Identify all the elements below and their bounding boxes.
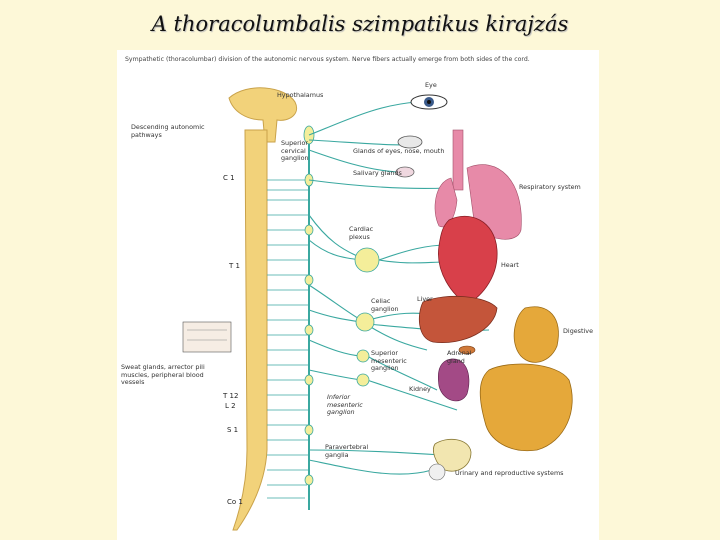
kidney-shape <box>438 359 469 401</box>
label-adrenal: Adrenal gland <box>447 350 485 365</box>
segment-s1: S 1 <box>227 426 238 434</box>
label-heart: Heart <box>501 262 519 270</box>
label-inferior-mesenteric: Inferior mesenteric ganglion <box>327 394 373 417</box>
label-digestive: Digestive <box>563 328 593 336</box>
reproductive-shape <box>429 464 445 480</box>
segmental-roots <box>267 180 309 498</box>
segment-c1: C 1 <box>223 174 235 182</box>
label-celiac: Celiac ganglion <box>371 298 411 313</box>
label-urinary: Urinary and reproductive systems <box>455 470 564 478</box>
label-respiratory: Respiratory system <box>519 184 581 192</box>
label-superior-cervical: Superior cervical ganglion <box>281 140 327 163</box>
slide-title: A thoracolumbalis szimpatikus kirajzás <box>0 12 720 36</box>
label-cardiac-plexus: Cardiac plexus <box>349 226 389 241</box>
label-sweat-glands: Sweat glands, arrector pili muscles, per… <box>121 364 221 387</box>
label-liver: Liver <box>417 296 433 304</box>
heart-shape <box>438 216 497 304</box>
label-paravertebral: Paravertebral ganglia <box>325 444 371 459</box>
inferior-mesenteric-ganglion <box>357 374 369 386</box>
segment-t12: T 12 <box>223 392 238 400</box>
trachea-shape <box>453 130 463 190</box>
label-descending-pathways: Descending autonomic pathways <box>131 124 231 139</box>
stomach-shape <box>514 307 558 363</box>
sympathetic-diagram: Sympathetic (thoracolumbar) division of … <box>117 50 599 540</box>
segment-t1: T 1 <box>229 262 240 270</box>
label-glands-eyes: Glands of eyes, nose, mouth <box>353 148 444 156</box>
label-superior-mesenteric: Superior mesenteric ganglion <box>371 350 415 373</box>
label-salivary: Salivary glands <box>353 170 402 178</box>
spinal-cord <box>233 130 267 530</box>
superior-mesenteric-ganglion <box>357 350 369 362</box>
skin-section-shape <box>183 322 231 352</box>
intestine-shape <box>480 364 572 451</box>
label-eye: Eye <box>425 82 437 90</box>
segment-co1: Co 1 <box>227 498 243 506</box>
cardiac-plexus <box>355 248 379 272</box>
label-hypothalamus: Hypothalamus <box>277 92 323 100</box>
label-kidney: Kidney <box>409 386 431 394</box>
figure-caption: Sympathetic (thoracolumbar) division of … <box>125 56 595 64</box>
segment-l2: L 2 <box>225 402 236 410</box>
celiac-ganglion <box>356 313 374 331</box>
